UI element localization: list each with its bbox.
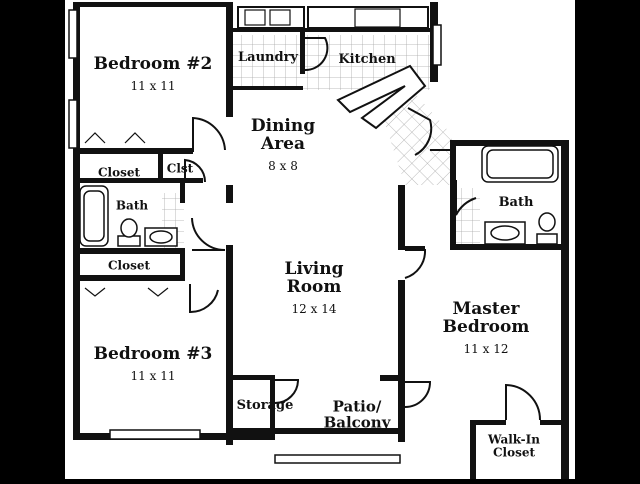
room-name: Bedroom #3 — [93, 343, 213, 364]
doors — [84, 37, 541, 421]
room-dining-area: Dining Area 8 x 8 — [250, 115, 316, 173]
room-name: Patio/ Balcony — [323, 397, 391, 431]
room-dims: 11 x 11 — [130, 78, 176, 93]
room-name: Storage — [236, 398, 294, 414]
room-kitchen: Kitchen — [338, 53, 395, 67]
room-walk-in-closet: Walk-In Closet — [488, 433, 540, 458]
room-clst: Clst — [167, 163, 193, 176]
room-master-bedroom: Master Bedroom 11 x 12 — [442, 298, 530, 356]
toilet-icon — [117, 218, 141, 247]
room-name: Bath — [498, 195, 534, 211]
room-bath-2: Bath — [499, 196, 534, 210]
room-storage: Storage — [237, 399, 294, 413]
room-name: Kitchen — [338, 52, 396, 68]
stove-icon — [354, 8, 401, 28]
room-dims: 8 x 8 — [268, 158, 298, 173]
room-dims: 11 x 11 — [130, 368, 176, 383]
room-closet-2: Closet — [108, 260, 150, 273]
dryer-icon — [269, 9, 291, 26]
room-name: Laundry — [238, 50, 298, 66]
room-living-room: Living Room 12 x 14 — [284, 258, 344, 316]
room-dims: 12 x 14 — [291, 301, 337, 316]
room-name: Bedroom #2 — [93, 53, 213, 74]
room-bedroom-3: Bedroom #3 11 x 11 — [93, 343, 213, 383]
room-dims: 11 x 12 — [463, 341, 509, 356]
windows — [68, 9, 442, 464]
room-laundry: Laundry — [238, 51, 298, 65]
room-bedroom-2: Bedroom #2 11 x 11 — [93, 53, 213, 93]
room-name: Master Bedroom — [442, 298, 530, 337]
room-name: Clst — [166, 161, 194, 176]
room-name: Walk-In Closet — [488, 432, 540, 459]
toilet-icon — [536, 212, 558, 245]
room-name: Dining Area — [250, 115, 316, 154]
room-bath-1: Bath — [116, 200, 148, 213]
kitchen-counters — [237, 6, 429, 130]
room-name: Living Room — [284, 258, 344, 297]
room-name: Closet — [107, 258, 151, 273]
room-patio-balcony: Patio/ Balcony — [323, 397, 391, 431]
washer-icon — [244, 9, 266, 26]
room-name: Closet — [97, 165, 141, 180]
room-closet-1: Closet — [98, 167, 140, 180]
room-name: Bath — [115, 198, 149, 213]
